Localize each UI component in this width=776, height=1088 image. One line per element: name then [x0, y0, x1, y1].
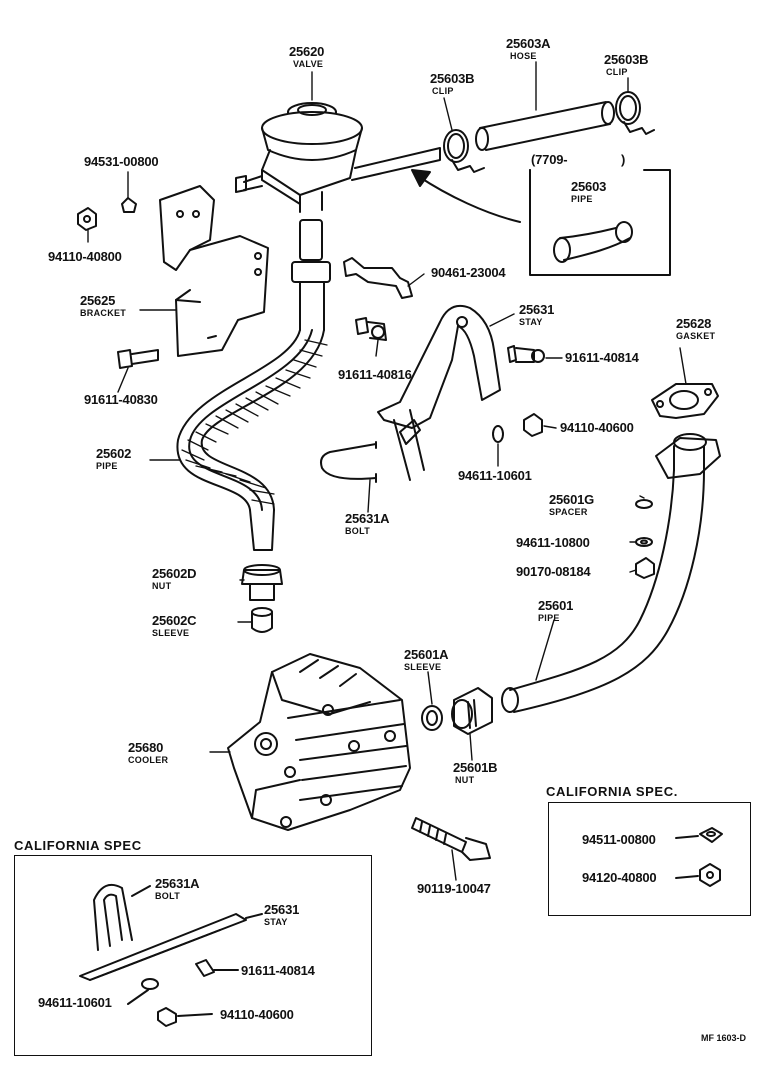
spacer-25601g-drawing [635, 499, 653, 509]
inset-7709-frame [411, 169, 671, 276]
bolt-91611-40814-number: 91611-40814 [565, 350, 639, 365]
bolt-91611-40816-number: 91611-40816 [338, 367, 412, 382]
clamp-90461-drawing [343, 257, 413, 299]
cooler-25680-drawing [227, 653, 411, 831]
california-left-hardware [79, 884, 263, 1027]
nut-90170-number: 90170-08184 [516, 564, 591, 579]
clip-25603b-right-drawing [615, 91, 655, 135]
nut-94531-number: 94531-00800 [84, 154, 159, 169]
valve-25620-name: VALVE [293, 59, 324, 69]
inset-7709-close: ) [621, 152, 626, 167]
california-left-bolt-number: 25631A [155, 876, 200, 891]
bracket-25625-drawing [159, 185, 269, 357]
california-left-bolt-name: BOLT [155, 891, 181, 901]
bracket-25625-name: BRACKET [80, 308, 127, 318]
nut-25602d-drawing [241, 564, 283, 601]
bolt-91611-40830-drawing [117, 349, 159, 369]
bolt-91611-40830-number: 91611-40830 [84, 392, 158, 407]
washer-94611-10601-drawing [492, 425, 504, 443]
washer-94611-10800-number: 94611-10800 [516, 535, 590, 550]
california-right-item-2: 94120-40800 [582, 870, 657, 885]
clip-25603b-right-number: 25603B [604, 52, 649, 67]
nut-94110-40600-number: 94110-40600 [560, 420, 634, 435]
nut-94110-40800-number: 94110-40800 [48, 249, 122, 264]
bolt-25631a-number: 25631A [345, 511, 390, 526]
nut-25602d-number: 25602D [152, 566, 197, 581]
bolt-91611-40816-drawing [355, 317, 387, 341]
bracket-25625-number: 25625 [80, 293, 116, 308]
hose-25603a-number: 25603A [506, 36, 551, 51]
nut-25601b-name: NUT [455, 775, 475, 785]
clip-25603b-right-name: CLIP [606, 67, 628, 77]
pipe-25603-name: PIPE [571, 194, 593, 204]
gasket-25628-number: 25628 [676, 316, 712, 331]
stay-25631-drawing [377, 304, 501, 481]
clamp-90461-number: 90461-23004 [431, 265, 506, 280]
sleeve-25601a-number: 25601A [404, 647, 449, 662]
hose-25603a-drawing [475, 101, 615, 151]
nut-25602d-name: NUT [152, 581, 172, 591]
sleeve-25602c-name: SLEEVE [152, 628, 190, 638]
stay-25631-number: 25631 [519, 302, 555, 317]
pipe-25603-number: 25603 [571, 179, 607, 194]
california-left-item-1: 91611-40814 [241, 963, 315, 978]
california-right-hardware [675, 827, 723, 887]
california-left-item-3: 94110-40600 [220, 1007, 294, 1022]
sleeve-25601a-drawing [421, 705, 443, 731]
sleeve-25601a-name: SLEEVE [404, 662, 442, 672]
sleeve-25602c-number: 25602C [152, 613, 197, 628]
california-right-frame [548, 802, 751, 916]
california-left-item-2: 94611-10601 [38, 995, 112, 1010]
clip-25603b-left-drawing [443, 129, 485, 173]
inset-7709-date: (7709- [531, 152, 568, 167]
washer-94611-10601-number: 94611-10601 [458, 468, 532, 483]
pipe-25601-number: 25601 [538, 598, 574, 613]
gasket-25628-drawing [651, 383, 719, 419]
cooler-25680-name: COOLER [128, 755, 169, 765]
bolt-25631a-drawing [320, 441, 377, 483]
cooler-25680-number: 25680 [128, 740, 164, 755]
stay-25631-name: STAY [519, 317, 543, 327]
nut-25601b-number: 25601B [453, 760, 498, 775]
clip-25603b-left-name: CLIP [432, 86, 454, 96]
valve-25620-number: 25620 [289, 44, 325, 59]
pipe-25601-drawing [501, 433, 721, 713]
pipe-25602-number: 25602 [96, 446, 132, 461]
pipe-25602-name: PIPE [96, 461, 118, 471]
figure-reference: MF 1603-D [701, 1033, 747, 1043]
bolt-91611-40814-drawing [507, 345, 545, 363]
clip-25603b-left-number: 25603B [430, 71, 475, 86]
california-right-item-1: 94511-00800 [582, 832, 656, 847]
california-left-stay-number: 25631 [264, 902, 300, 917]
spacer-25601g-name: SPACER [549, 507, 588, 517]
bolt-90119-drawing [411, 817, 491, 861]
hose-25603a-name: HOSE [510, 51, 537, 61]
california-right-title: CALIFORNIA SPEC. [546, 784, 678, 799]
bolt-90119-number: 90119-10047 [417, 881, 491, 896]
nut-90170-drawing [635, 557, 655, 579]
spacer-25601g-number: 25601G [549, 492, 595, 507]
bolt-25631a-name: BOLT [345, 526, 371, 536]
egr-valve-drawing [235, 102, 441, 213]
nut-25601b-drawing [451, 687, 493, 735]
nut-94110-40800-drawing [77, 207, 97, 231]
pipe-25601-name: PIPE [538, 613, 560, 623]
sleeve-25602c-drawing [251, 607, 273, 633]
nut-94110-40600-drawing [523, 413, 543, 437]
california-left-stay-name: STAY [264, 917, 288, 927]
california-left-frame [14, 855, 372, 1056]
california-left-title: CALIFORNIA SPEC [14, 838, 142, 853]
washer-94611-10800-drawing [635, 537, 653, 547]
gasket-25628-name: GASKET [676, 331, 716, 341]
nut-94531-drawing [121, 197, 137, 213]
